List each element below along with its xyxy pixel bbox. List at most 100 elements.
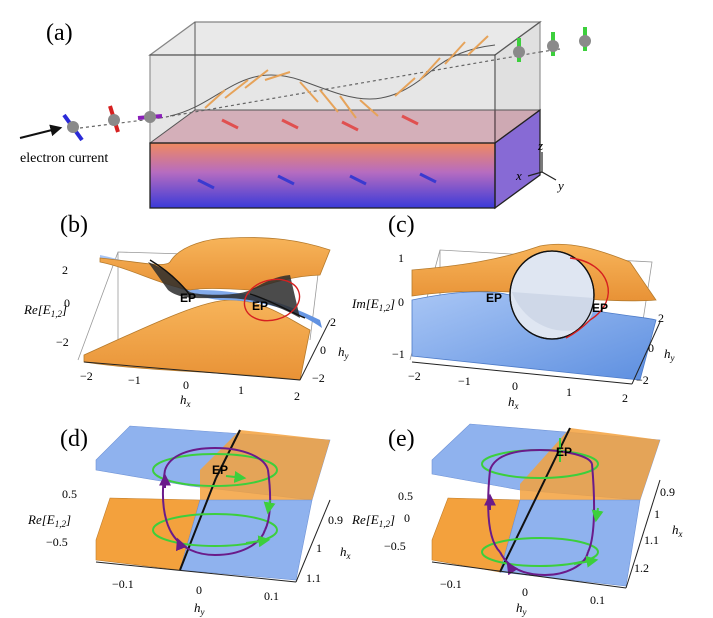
d-green-loop-top bbox=[152, 453, 278, 487]
svg-text:0.9: 0.9 bbox=[328, 513, 343, 527]
e-xlabel: hy bbox=[516, 600, 527, 617]
svg-text:0: 0 bbox=[64, 296, 70, 310]
slab-front bbox=[150, 143, 495, 208]
c-blue-surface bbox=[411, 291, 657, 381]
svg-text:0: 0 bbox=[512, 379, 518, 393]
electron-green-3 bbox=[579, 27, 591, 51]
electron-current-caption: electron current bbox=[20, 151, 108, 166]
svg-text:0: 0 bbox=[196, 583, 202, 597]
svg-text:0: 0 bbox=[183, 378, 189, 392]
svg-text:0: 0 bbox=[522, 585, 528, 599]
panel-c-label: (c) bbox=[388, 212, 415, 238]
b-upper-surface bbox=[99, 237, 331, 291]
slab-arrows-bottom bbox=[197, 172, 437, 190]
svg-text:0.1: 0.1 bbox=[590, 593, 605, 607]
electron-path bbox=[159, 51, 541, 119]
box-top bbox=[148, 21, 542, 56]
electron-purple bbox=[137, 111, 163, 123]
electron-green-1 bbox=[513, 38, 525, 62]
d-xlabel: hy bbox=[194, 600, 205, 617]
slab-top bbox=[150, 110, 540, 143]
b-ep-label-2: EP bbox=[252, 299, 268, 313]
c-xlabel: hx bbox=[508, 394, 519, 411]
svg-text:0.1: 0.1 bbox=[264, 589, 279, 603]
svg-text:−2: −2 bbox=[312, 371, 325, 385]
svg-text:2: 2 bbox=[62, 263, 68, 277]
svg-text:−1: −1 bbox=[458, 374, 471, 388]
panel-a-label: (a) bbox=[46, 20, 73, 46]
slab-arrows-top bbox=[221, 114, 419, 132]
svg-text:−0.1: −0.1 bbox=[440, 577, 462, 591]
c-zlabel: Im[E1,2] bbox=[351, 296, 395, 313]
box-front bbox=[149, 54, 496, 144]
e-zlabel: Re[E1,2] bbox=[351, 512, 395, 529]
svg-text:−0.5: −0.5 bbox=[46, 535, 68, 549]
svg-text:2: 2 bbox=[658, 311, 664, 325]
b-red-loop bbox=[243, 278, 301, 322]
panel-d-label: (d) bbox=[60, 426, 88, 452]
svg-text:−2: −2 bbox=[80, 369, 93, 383]
panel-b: (b) EP EP Re[E1,2] 2 0 −2 −2 −1 0 1 2 hx bbox=[23, 212, 349, 409]
d-lower-blue bbox=[179, 499, 313, 581]
d-ep-line bbox=[179, 477, 217, 571]
e-green-loop-bottom bbox=[481, 537, 599, 567]
svg-text:2: 2 bbox=[294, 389, 300, 403]
b-lower-surface bbox=[83, 299, 311, 381]
d-green-loop-bottom bbox=[152, 513, 278, 547]
d-ep-label: EP bbox=[212, 463, 228, 477]
c-red-loop bbox=[565, 257, 609, 339]
c-ep-label-2: EP bbox=[592, 301, 608, 315]
c-ylabel: hy bbox=[664, 346, 675, 363]
svg-text:1: 1 bbox=[398, 251, 404, 265]
slab-side bbox=[495, 110, 540, 208]
svg-text:2: 2 bbox=[330, 315, 336, 329]
panel-e-label: (e) bbox=[388, 426, 415, 452]
panel-a: (a) bbox=[19, 20, 591, 210]
svg-text:−1: −1 bbox=[392, 347, 405, 361]
b-ep-label: EP bbox=[180, 291, 196, 305]
axis-z: z bbox=[537, 138, 543, 153]
e-lower-blue bbox=[499, 499, 641, 587]
svg-text:−2: −2 bbox=[56, 335, 69, 349]
d-zlabel: Re[E1,2] bbox=[27, 512, 71, 529]
panel-b-label: (b) bbox=[60, 212, 88, 238]
d-ylabel: hx bbox=[340, 544, 351, 561]
b-ylabel: hy bbox=[338, 344, 349, 361]
svg-text:1.1: 1.1 bbox=[644, 533, 659, 547]
current-arrow bbox=[19, 124, 63, 139]
svg-text:−0.1: −0.1 bbox=[112, 577, 134, 591]
panel-c: (c) EP EP Im[E1,2] 1 0 −1 −2 −1 0 1 2 hx… bbox=[351, 212, 675, 411]
svg-text:2: 2 bbox=[622, 391, 628, 405]
b-neck bbox=[148, 262, 300, 318]
e-upper-orange bbox=[520, 428, 660, 500]
panel-d: (d) EP Re[E1,2] 0.5 −0.5 −0.1 0 0.1 hy 0… bbox=[27, 425, 351, 617]
b-xlabel: hx bbox=[180, 392, 191, 409]
e-ylabel: hx bbox=[672, 522, 683, 539]
b-zlabel: Re[E1,2] bbox=[23, 302, 67, 319]
svg-text:−2: −2 bbox=[408, 369, 421, 383]
svg-text:−2: −2 bbox=[636, 373, 649, 387]
svg-text:0.5: 0.5 bbox=[398, 489, 413, 503]
svg-text:−1: −1 bbox=[128, 373, 141, 387]
svg-text:0.9: 0.9 bbox=[660, 485, 675, 499]
electron-red bbox=[108, 105, 120, 133]
electron-green-2 bbox=[547, 32, 559, 56]
svg-text:1.1: 1.1 bbox=[306, 571, 321, 585]
svg-text:1: 1 bbox=[316, 541, 322, 555]
svg-text:0: 0 bbox=[404, 511, 410, 525]
axes-triad bbox=[527, 152, 557, 181]
e-ep-label: EP bbox=[556, 445, 572, 459]
panel-e: (e) EP Re[E1,2] 0.5 0 −0.5 −0.1 0 0.1 hy… bbox=[351, 423, 683, 617]
svg-text:1: 1 bbox=[238, 383, 244, 397]
c-ep-label: EP bbox=[486, 291, 502, 305]
svg-text:0: 0 bbox=[398, 295, 404, 309]
svg-text:−0.5: −0.5 bbox=[384, 539, 406, 553]
axis-x: x bbox=[515, 168, 522, 183]
svg-text:1.2: 1.2 bbox=[634, 561, 649, 575]
axis-y: y bbox=[556, 178, 564, 193]
spin-wave bbox=[169, 35, 496, 119]
svg-text:1: 1 bbox=[654, 507, 660, 521]
svg-text:1: 1 bbox=[566, 385, 572, 399]
